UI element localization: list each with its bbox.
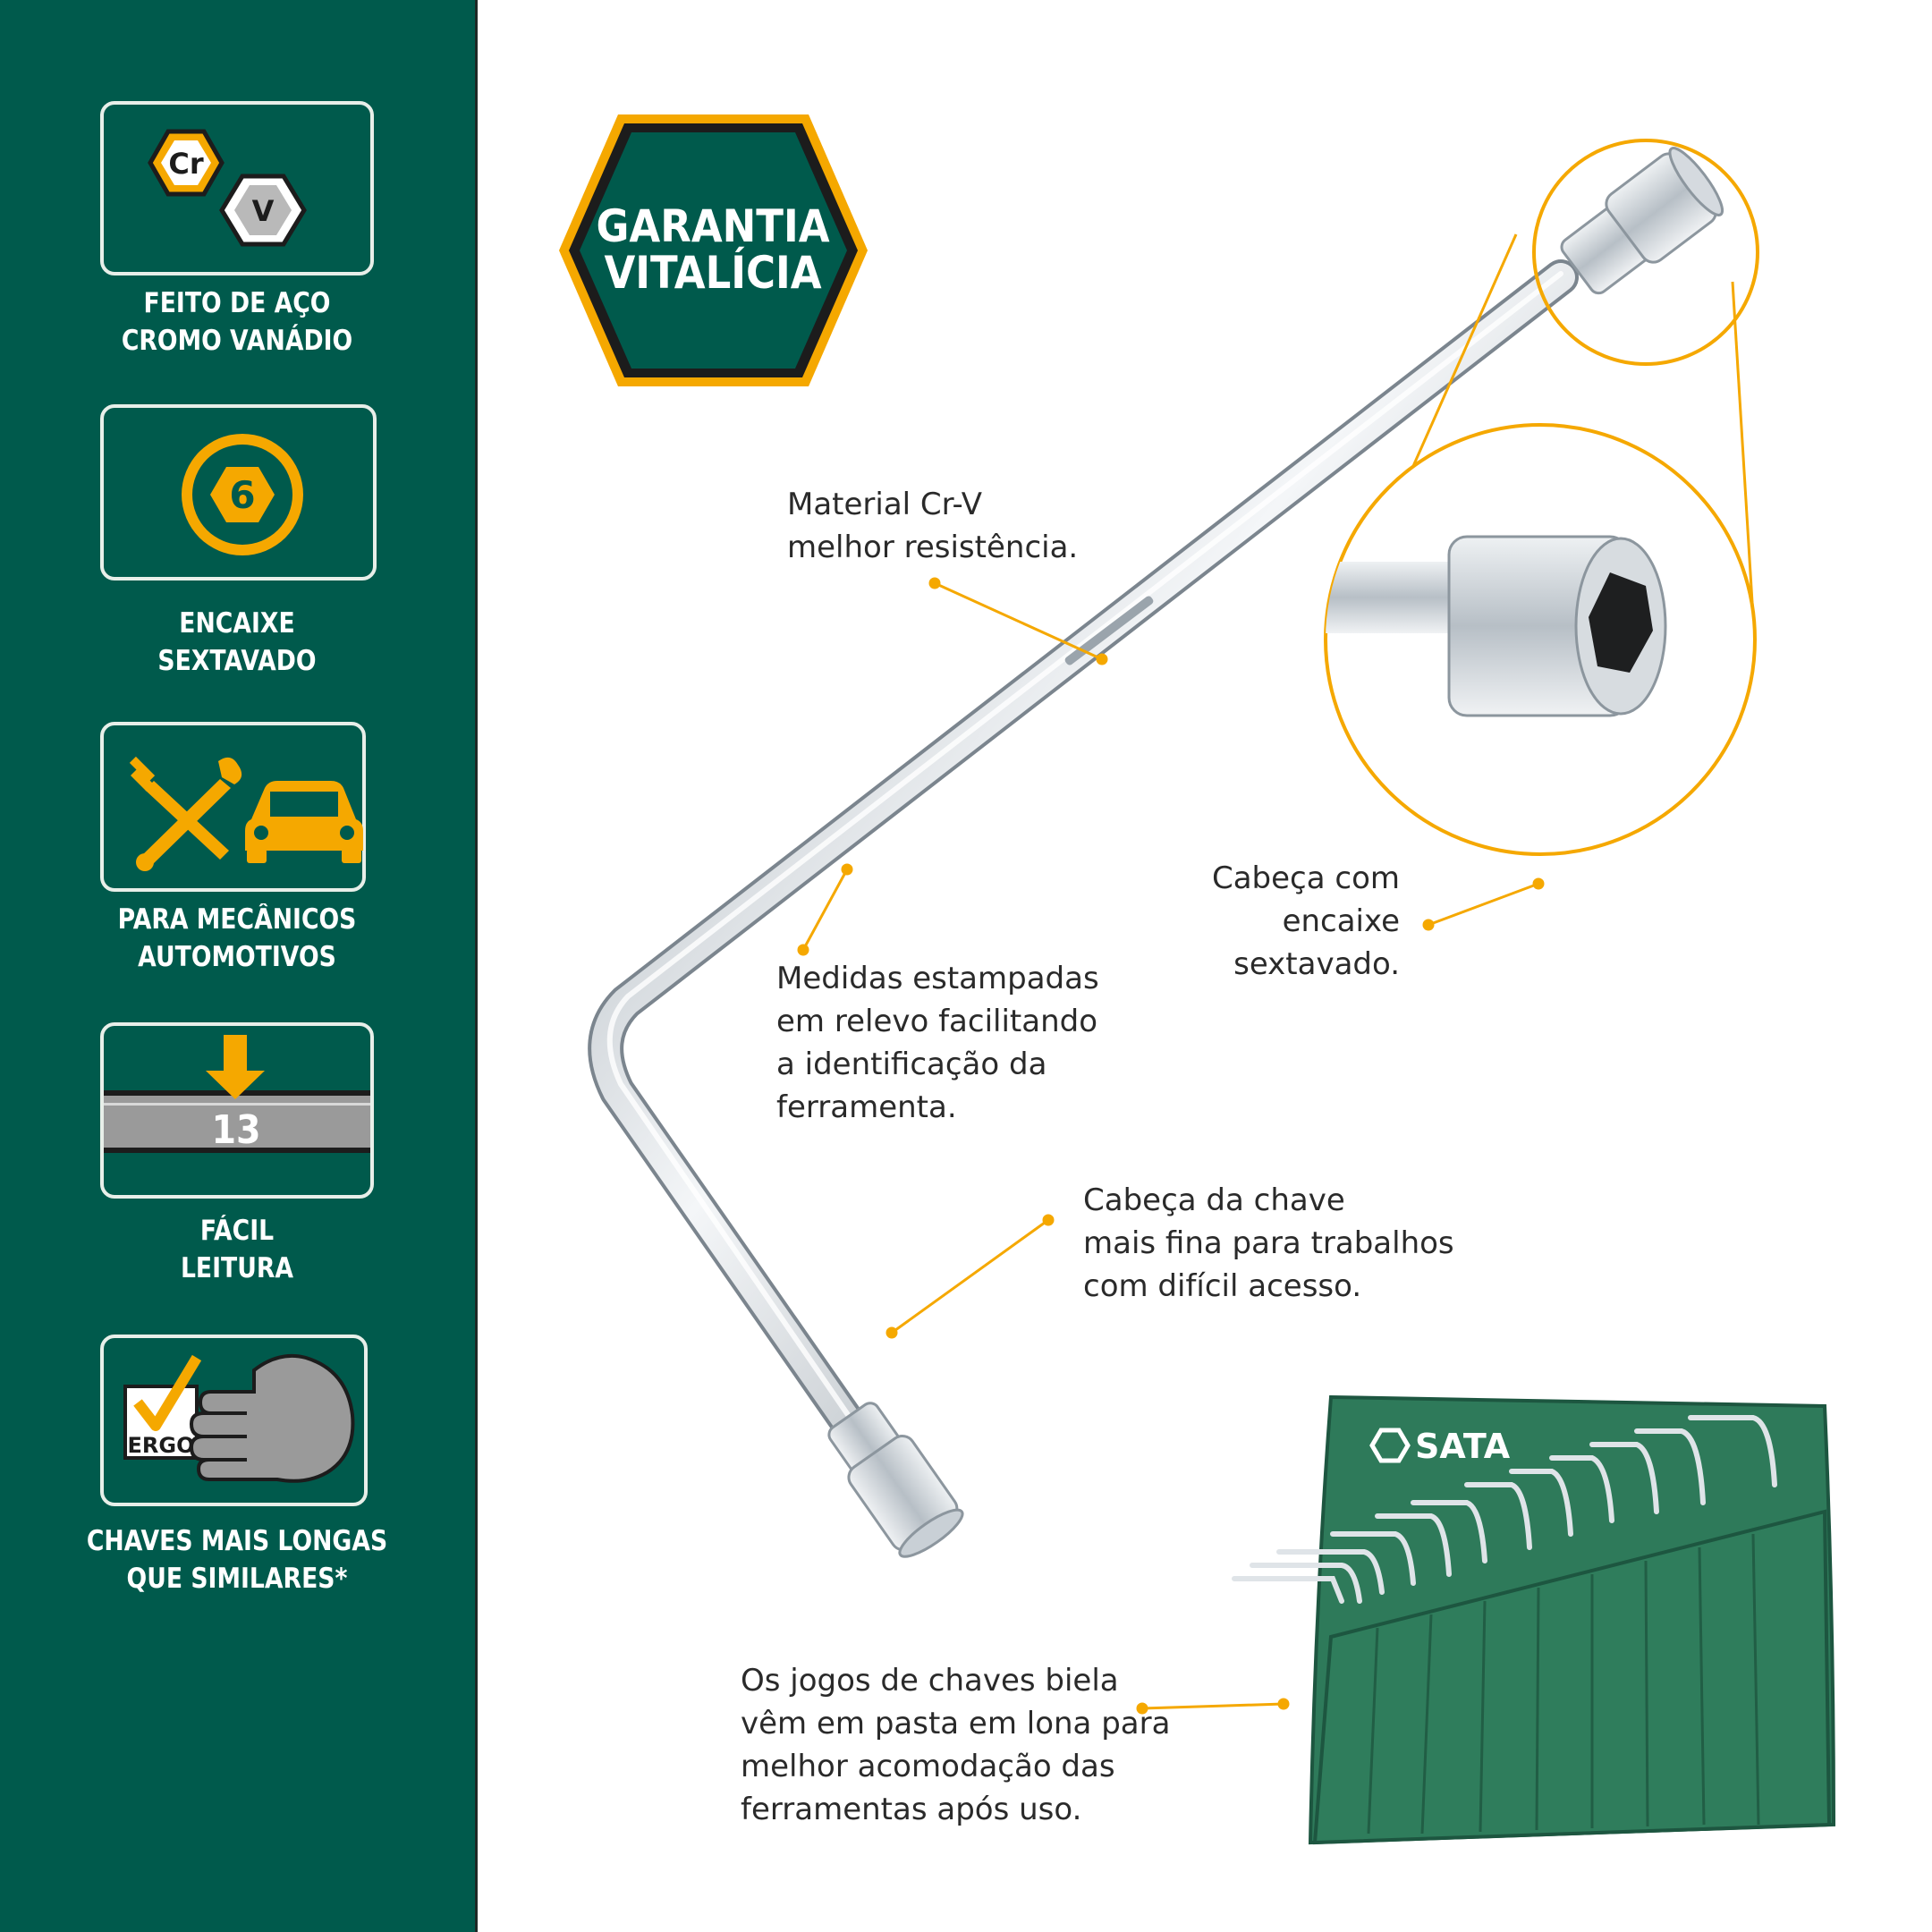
callout-line: melhor resistência.: [787, 530, 1079, 565]
callout-medidas: Medidas estampadas em relevo facilitando…: [776, 957, 1099, 1129]
callout-leaders: [797, 577, 1545, 1715]
pouch-wrenches: [1232, 1415, 1777, 1604]
cr-v-hexagons-icon: Cr V: [148, 129, 307, 247]
symbol-ergo: ERGO: [128, 1433, 195, 1458]
top-socket: [1560, 147, 1724, 295]
symbol-cr: Cr: [168, 147, 203, 181]
wrench-screwdriver-car-icon: [129, 756, 363, 871]
sata-logo-icon: [1369, 1428, 1411, 1463]
symbol-v: V: [252, 194, 275, 228]
feature-label-line1: FÁCIL: [199, 1215, 275, 1247]
l-socket-wrench: [588, 147, 1724, 1558]
feature-label-easy-read: FÁCIL LEITURA: [64, 1212, 411, 1287]
socket-zoom-detail: [1324, 139, 1759, 856]
feature-label-line1: FEITO DE AÇO: [143, 287, 331, 319]
symbol-13: 13: [211, 1107, 260, 1153]
feature-label-line2: QUE SIMILARES*: [126, 1563, 348, 1595]
feature-box-cr-v: Cr V: [100, 101, 374, 275]
callout-cabeca-encaixe: Cabeça com encaixe sextavado.: [1163, 857, 1400, 986]
bottom-socket: [827, 1402, 964, 1558]
hex-opening-icon: [1589, 572, 1653, 673]
screwdriver-icon: [136, 757, 242, 871]
badge-line2: VITALÍCIA: [604, 246, 821, 299]
callout-line: vêm em pasta em lona para: [741, 1706, 1171, 1741]
ergo-hand-icon: ERGO: [123, 1353, 355, 1483]
pouch-stitch-lines: [1367, 1533, 1760, 1835]
feature-label-hex-socket: ENCAIXE SEXTAVADO: [64, 605, 411, 680]
callout-line: melhor acomodação das: [741, 1749, 1115, 1784]
pouch-brand: SATA: [1415, 1427, 1511, 1466]
callout-line: encaixe: [1282, 903, 1400, 939]
lifetime-warranty-badge: GARANTIA VITALÍCIA: [559, 114, 868, 386]
feature-label-line2: LEITURA: [180, 1252, 294, 1284]
feature-label-line1: PARA MECÂNICOS: [117, 903, 357, 936]
feature-label-ergo: CHAVES MAIS LONGAS QUE SIMILARES*: [64, 1522, 411, 1597]
callout-pasta: Os jogos de chaves biela vêm em pasta em…: [741, 1659, 1170, 1831]
callout-line: sextavado.: [1233, 946, 1400, 982]
feature-box-ergo: ERGO: [100, 1335, 368, 1506]
callout-line: a identificação da: [776, 1046, 1047, 1082]
feature-label-line1: CHAVES MAIS LONGAS: [86, 1525, 388, 1557]
feature-label-line2: CROMO VANÁDIO: [121, 325, 353, 357]
feature-box-mechanics: [100, 722, 366, 892]
badge-line1: GARANTIA: [596, 200, 829, 252]
feature-label-line2: AUTOMOTIVOS: [138, 941, 336, 973]
feature-label-cr-v: FEITO DE AÇO CROMO VANÁDIO: [64, 284, 411, 360]
callout-line: em relevo facilitando: [776, 1004, 1098, 1039]
feature-box-easy-read: 13: [100, 1022, 374, 1199]
callout-line: Cabeça com: [1211, 860, 1400, 896]
callout-line: Os jogos de chaves biela: [741, 1663, 1119, 1699]
callout-line: ferramentas após uso.: [741, 1792, 1082, 1827]
wrench-set-pouch: SATA: [1232, 1394, 1836, 1845]
hex-socket-6-icon: 6: [182, 434, 303, 555]
callout-cabeca-fina: Cabeça da chave mais fina para trabalhos…: [1083, 1179, 1454, 1308]
check-icon: [133, 1354, 202, 1431]
callout-line: Medidas estampadas: [776, 961, 1099, 996]
features-sidebar: Cr V FEITO DE AÇO CROMO VANÁDIO 6 ENCAIX…: [0, 0, 478, 1932]
callout-line: com difícil acesso.: [1083, 1268, 1362, 1304]
feature-box-hex-socket: 6: [100, 404, 377, 580]
hand-icon: [189, 1353, 355, 1483]
callout-line: mais fina para trabalhos: [1083, 1225, 1454, 1261]
measure-arrow-icon: 13: [104, 1035, 370, 1153]
feature-label-line2: SEXTAVADO: [157, 645, 317, 677]
callout-line: Cabeça da chave: [1083, 1182, 1345, 1218]
callout-line: Material Cr-V: [787, 487, 983, 522]
callout-material: Material Cr-V melhor resistência.: [787, 483, 1078, 569]
callout-line: ferramenta.: [776, 1089, 957, 1125]
car-icon: [245, 781, 363, 863]
symbol-6: 6: [229, 473, 255, 517]
feature-label-mechanics: PARA MECÂNICOS AUTOMOTIVOS: [64, 901, 411, 976]
feature-label-line1: ENCAIXE: [179, 607, 295, 640]
